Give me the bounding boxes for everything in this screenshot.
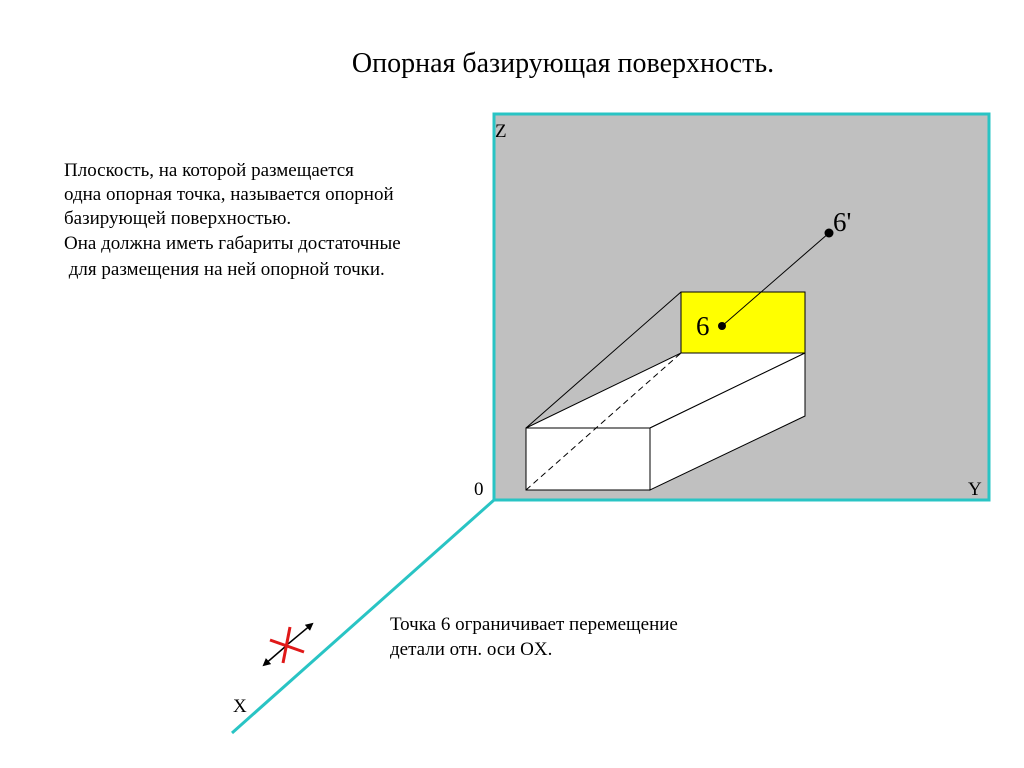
box-edge — [525, 291, 682, 429]
box-front-face — [525, 427, 651, 491]
y-axis-label: Y — [968, 479, 982, 500]
description-text: Плоскость, на которой размещается одна о… — [64, 160, 401, 280]
restricted-movement-icon — [262, 622, 314, 667]
movement-arrow — [262, 645, 287, 667]
cross-mark — [281, 626, 292, 664]
z-axis-label: Z — [495, 121, 507, 142]
support-face — [680, 291, 806, 354]
movement-arrow — [287, 622, 314, 645]
description-line: Плоскость, на которой размещается — [64, 160, 354, 181]
point-6-prime-marker — [824, 228, 834, 238]
description-line: для размещения на ней опорной точки. — [64, 259, 385, 280]
projection-line — [721, 232, 830, 327]
point-6-prime-label: 6' — [833, 207, 851, 237]
description-line: базирующей поверхностью. — [64, 208, 291, 229]
description-line: одна опорная точка, называется опорной — [64, 184, 394, 205]
point-6-marker — [718, 322, 726, 330]
origin-label: 0 — [474, 479, 484, 500]
part-box — [525, 291, 806, 491]
note-text: Точка 6 ограничивает перемещение детали … — [390, 614, 678, 660]
note-line: Точка 6 ограничивает перемещение — [390, 614, 678, 635]
x-axis-line — [231, 498, 495, 735]
x-axis-label: X — [233, 696, 247, 717]
yz-plane-outline — [492, 112, 991, 502]
note-line: детали отн. оси OX. — [390, 639, 552, 660]
page-title: Опорная базирующая поверхность. — [352, 48, 774, 79]
description-line: Она должна иметь габариты достаточные — [64, 233, 401, 254]
hidden-edge — [525, 352, 682, 491]
point-6-label: 6 — [696, 311, 710, 341]
